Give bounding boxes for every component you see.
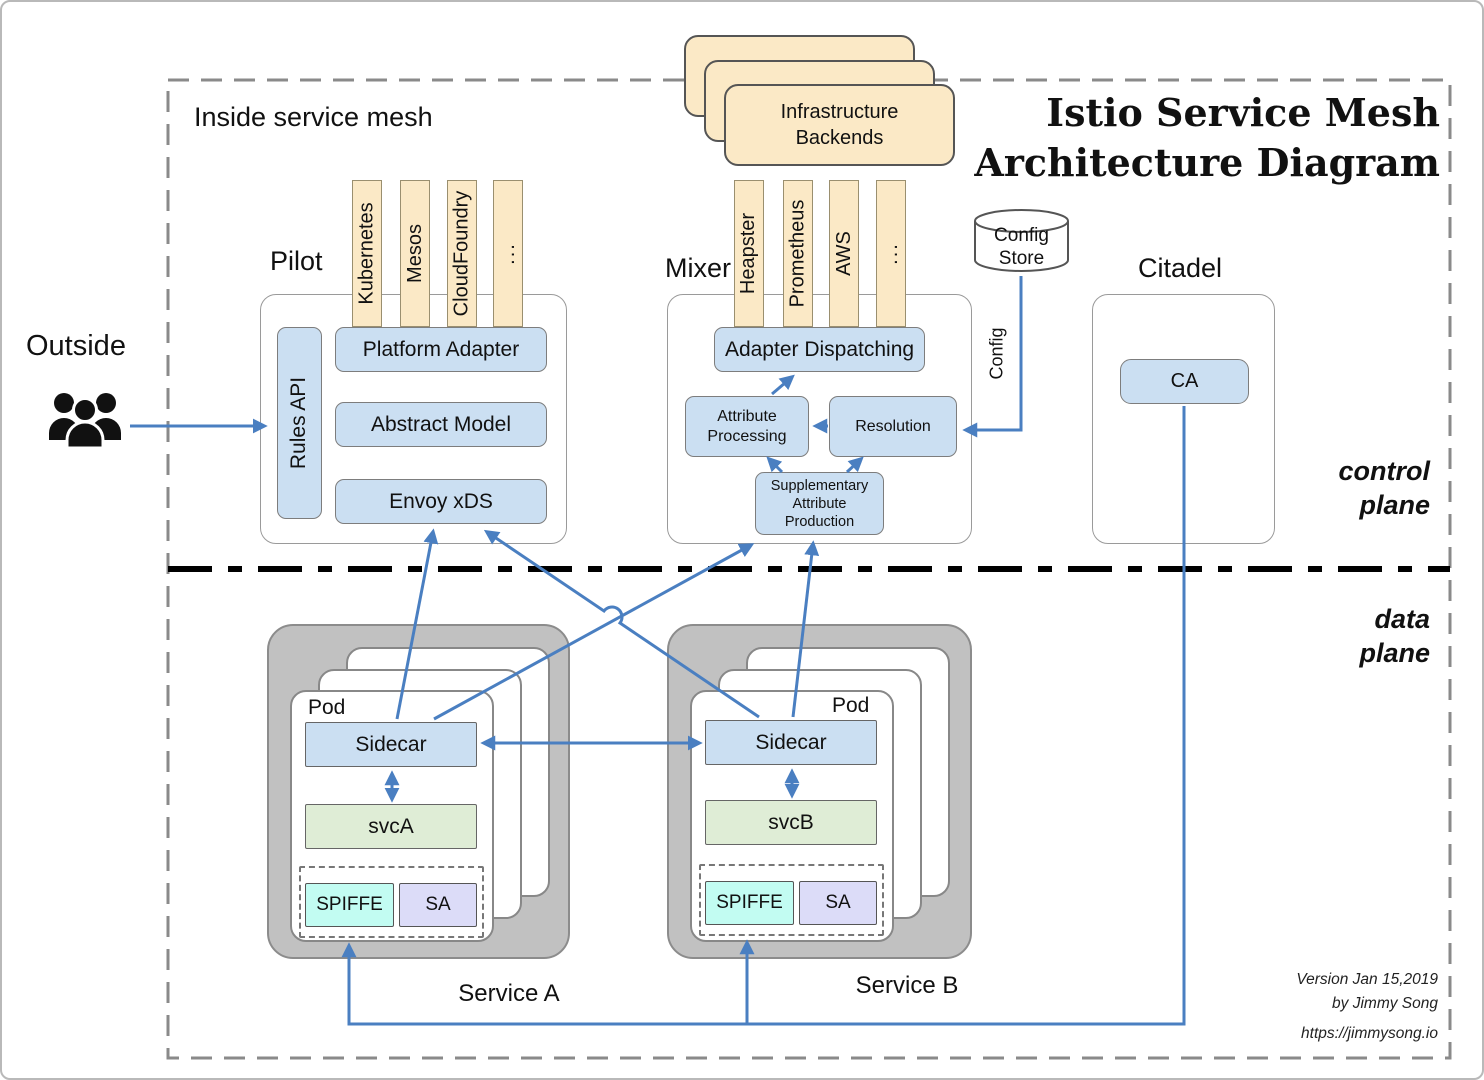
service-b-sa-box: SA xyxy=(799,881,877,925)
abstract-model-box: Abstract Model xyxy=(335,402,547,447)
users-group-icon xyxy=(49,393,121,450)
diagram-title: Istio Service Mesh Architecture Diagram xyxy=(974,88,1440,188)
diagram-title-line1: Istio Service Mesh xyxy=(1046,90,1440,135)
platform-adapter-box: Platform Adapter xyxy=(335,327,547,372)
mixer-column-more: ... xyxy=(876,180,906,327)
service-a-sa-box: SA xyxy=(399,883,477,927)
outside-label: Outside xyxy=(26,330,126,362)
citadel-label: Citadel xyxy=(1138,253,1223,283)
infrastructure-backends-label-line1: Infrastructure xyxy=(780,101,899,123)
sap-line1: Supplementary xyxy=(770,477,869,494)
citadel-container xyxy=(1092,294,1275,544)
website-url: https://jimmysong.io xyxy=(1301,1025,1438,1042)
pilot-column-mesos: Mesos xyxy=(400,180,430,327)
data-plane-line1: data xyxy=(1374,604,1430,634)
pilot-column-cloudfoundry-label: CloudFoundry xyxy=(450,190,473,317)
rules-api-label: Rules API xyxy=(287,376,311,470)
version-line: Version Jan 15,2019 xyxy=(1296,971,1438,988)
service-b-spiffe-box: SPIFFE xyxy=(705,881,794,925)
attribute-processing-box: Attribute Processing xyxy=(685,396,809,457)
infrastructure-backends-card: Infrastructure Backends xyxy=(724,84,955,166)
config-edge-label: Config xyxy=(986,326,1007,380)
control-plane-line1: control xyxy=(1338,456,1431,486)
control-plane-label: control plane xyxy=(1339,454,1431,522)
config-store-line2: Store xyxy=(998,248,1045,269)
service-b-pod-label: Pod xyxy=(832,694,870,717)
rules-api-box: Rules API xyxy=(277,327,322,519)
service-b-sidecar-box: Sidecar xyxy=(705,720,877,765)
config-edge-label-wrap: Config xyxy=(980,322,1014,384)
sap-line2: Attribute xyxy=(792,495,847,512)
pilot-column-more-label: ... xyxy=(496,242,519,265)
pilot-column-kubernetes-label: Kubernetes xyxy=(355,202,378,305)
mixer-column-prometheus-label: Prometheus xyxy=(786,199,809,308)
service-a-label: Service A xyxy=(458,980,560,1007)
data-plane-line2: plane xyxy=(1359,638,1430,668)
mixer-column-more-label: ... xyxy=(879,242,902,265)
pilot-column-kubernetes: Kubernetes xyxy=(352,180,382,327)
pilot-column-more: ... xyxy=(493,180,523,327)
attribute-processing-line1: Attribute xyxy=(717,407,777,425)
pilot-label: Pilot xyxy=(270,246,323,276)
pilot-column-mesos-label: Mesos xyxy=(403,224,426,283)
inside-service-mesh-label: Inside service mesh xyxy=(194,102,433,132)
version-note: Version Jan 15,2019 by Jimmy Song xyxy=(1296,968,1438,1016)
envoy-xds-box: Envoy xDS xyxy=(335,479,547,524)
adapter-dispatching-box: Adapter Dispatching xyxy=(714,327,925,372)
resolution-box: Resolution xyxy=(829,396,957,457)
mixer-column-prometheus: Prometheus xyxy=(783,180,813,327)
mixer-column-heapster-label: Heapster xyxy=(737,212,760,295)
data-plane-label: data plane xyxy=(1359,602,1430,670)
sap-line3: Production xyxy=(784,513,855,530)
mixer-label: Mixer xyxy=(665,253,731,283)
mixer-column-aws: AWS xyxy=(829,180,859,327)
config-store-line1: Config xyxy=(994,225,1049,246)
ca-box: CA xyxy=(1120,359,1249,404)
config-store-label: Config Store xyxy=(975,224,1068,270)
mixer-column-heapster: Heapster xyxy=(734,180,764,327)
mixer-column-aws-label: AWS xyxy=(832,231,855,276)
pilot-column-cloudfoundry: CloudFoundry xyxy=(447,180,477,327)
service-a-spiffe-box: SPIFFE xyxy=(305,883,394,927)
service-a-pod-label: Pod xyxy=(308,696,346,719)
service-a-svc-box: svcA xyxy=(305,804,477,849)
infrastructure-backends-label-line2: Backends xyxy=(795,127,884,149)
control-plane-line2: plane xyxy=(1359,490,1430,520)
diagram-title-line2: Architecture Diagram xyxy=(974,140,1440,185)
attribute-processing-line2: Processing xyxy=(707,427,787,445)
supplementary-attribute-production-box: Supplementary Attribute Production xyxy=(755,472,884,535)
author-line: by Jimmy Song xyxy=(1332,995,1438,1012)
service-a-sidecar-box: Sidecar xyxy=(305,722,477,767)
service-b-label: Service B xyxy=(855,972,959,999)
service-b-svc-box: svcB xyxy=(705,800,877,845)
